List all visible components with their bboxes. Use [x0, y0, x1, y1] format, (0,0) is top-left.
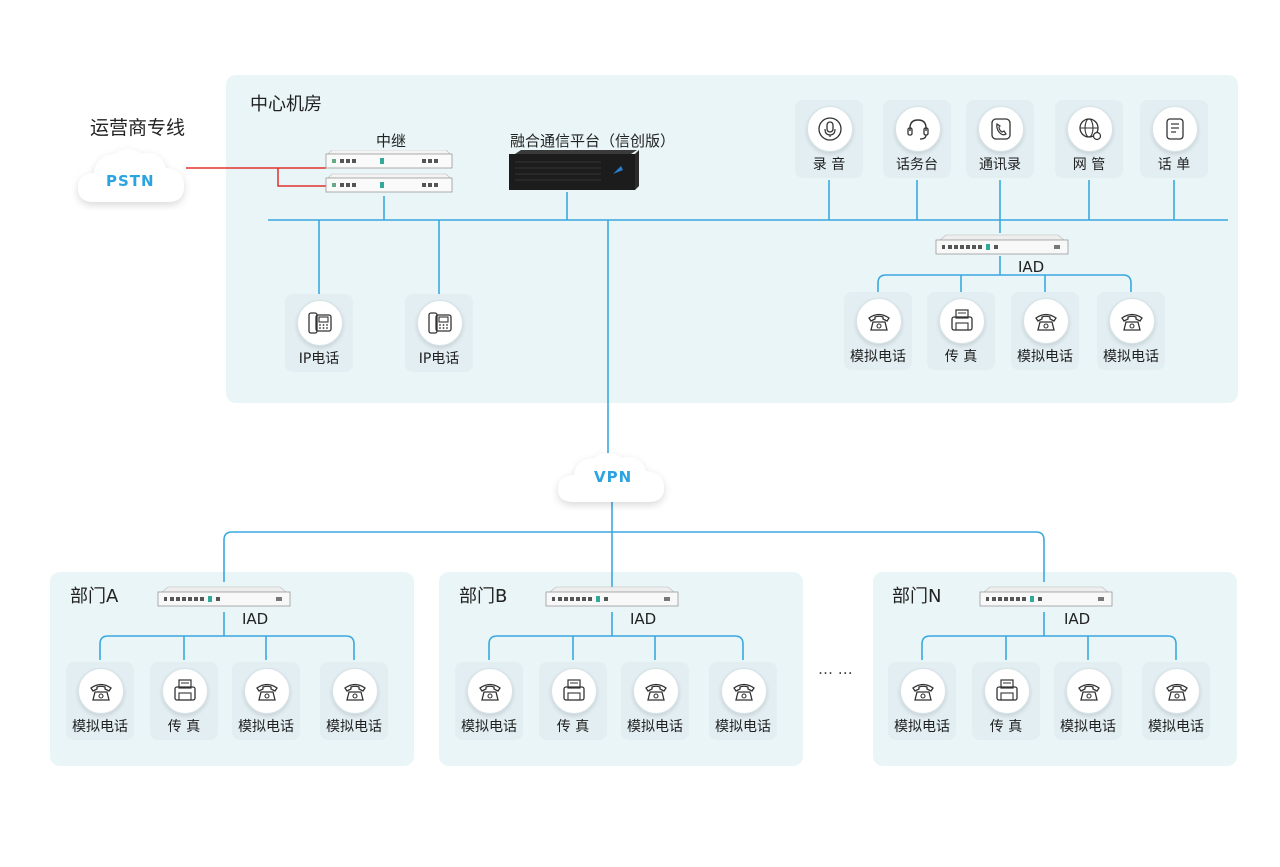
branch-a-terminal-2-label: 传 真	[167, 719, 201, 735]
trunk-label: 中继	[376, 132, 407, 150]
vpn-cloud-label: VPN	[594, 468, 633, 486]
branch-distribution-line	[223, 531, 1045, 582]
pstn-trunk-lines	[186, 167, 326, 187]
service-3	[978, 106, 1024, 152]
central-terminal-3	[1023, 298, 1069, 344]
service-4	[1067, 106, 1113, 152]
service-1-label: 录 音	[812, 157, 846, 173]
branch-b-title: 部门B	[459, 586, 508, 607]
microphone-icon	[818, 117, 842, 141]
analog-phone-icon	[645, 683, 667, 701]
branch-n-terminal-3-label: 模拟电话	[1060, 719, 1116, 735]
headset-icon	[907, 119, 929, 140]
central-terminal-2	[939, 298, 985, 344]
analog-phone-icon	[1078, 683, 1100, 701]
branch-a-terminal-1-label: 模拟电话	[72, 719, 128, 735]
analog-phone-icon	[912, 683, 934, 701]
service-2	[895, 106, 941, 152]
ip-phone-icon	[428, 312, 452, 334]
branch-n-terminal-4-label: 模拟电话	[1148, 719, 1204, 735]
network-icon	[1079, 118, 1102, 141]
analog-phone-icon	[868, 313, 890, 331]
fax-icon	[174, 679, 196, 701]
branch-a-lines	[99, 612, 355, 660]
vpn-cloud-icon	[558, 453, 664, 502]
trunk-gateway-device	[325, 150, 453, 193]
analog-phone-icon	[90, 683, 112, 701]
pstn-cloud-label: PSTN	[106, 172, 155, 190]
branch-a-iad-label: IAD	[242, 610, 269, 628]
ip-phone-1	[297, 300, 343, 346]
service-1	[807, 106, 853, 152]
central-iad-label: IAD	[1018, 258, 1045, 276]
central-iad-device	[935, 234, 1069, 255]
central-terminal-3-label: 模拟电话	[1017, 349, 1073, 365]
service-3-label: 通讯录	[979, 157, 1021, 173]
ip-phone-2-label: IP电话	[418, 351, 460, 367]
branch-ellipsis: … …	[818, 660, 853, 678]
branch-a-title: 部门A	[70, 586, 119, 607]
branch-a-terminal-1	[78, 668, 124, 714]
branch-a-iad-device	[157, 586, 291, 607]
bill-icon	[1166, 118, 1184, 140]
branch-a-terminal-2	[162, 668, 208, 714]
analog-phone-icon	[256, 683, 278, 701]
fax-icon	[563, 679, 585, 701]
analog-phone-icon	[479, 683, 501, 701]
branch-b-terminal-1	[467, 668, 513, 714]
branch-n-terminal-1-label: 模拟电话	[894, 719, 950, 735]
central-iad-branch-lines	[877, 274, 1132, 297]
central-terminal-4-label: 模拟电话	[1103, 349, 1159, 365]
fax-icon	[996, 679, 1018, 701]
branch-n-terminal-1	[900, 668, 946, 714]
service-5-label: 话 单	[1157, 157, 1191, 173]
pstn-title: 运营商专线	[90, 117, 186, 139]
branch-n-title: 部门N	[892, 586, 942, 607]
fax-icon	[951, 309, 973, 331]
branch-a-terminal-4-label: 模拟电话	[326, 719, 382, 735]
branch-b-iad-device	[545, 586, 679, 607]
branch-b-terminal-4-label: 模拟电话	[715, 719, 771, 735]
branch-a-terminal-4	[332, 668, 378, 714]
branch-b-terminal-4	[721, 668, 767, 714]
analog-phone-icon	[1166, 683, 1188, 701]
branch-a-terminal-3-label: 模拟电话	[238, 719, 294, 735]
ip-phone-2	[417, 300, 463, 346]
central-terminal-1	[856, 298, 902, 344]
analog-phone-icon	[1121, 313, 1143, 331]
branch-b-terminal-1-label: 模拟电话	[461, 719, 517, 735]
branch-b-terminal-2-label: 传 真	[556, 719, 590, 735]
platform-label: 融合通信平台（信创版）	[510, 132, 676, 150]
branch-b-terminal-3	[633, 668, 679, 714]
analog-phone-icon	[1035, 313, 1057, 331]
branch-n-terminal-2	[984, 668, 1030, 714]
branch-n-terminal-2-label: 传 真	[989, 719, 1023, 735]
branch-n-lines	[921, 612, 1177, 660]
service-5	[1152, 106, 1198, 152]
branch-b-lines	[488, 612, 744, 660]
platform-server-device	[509, 150, 639, 190]
ip-phone-1-label: IP电话	[298, 351, 340, 367]
analog-phone-icon	[344, 683, 366, 701]
service-4-label: 网 管	[1072, 157, 1106, 173]
branch-b-iad-label: IAD	[630, 610, 657, 628]
central-terminal-4	[1109, 298, 1155, 344]
analog-phone-icon	[733, 683, 755, 701]
branch-n-terminal-4	[1154, 668, 1200, 714]
branch-n-terminal-3	[1066, 668, 1112, 714]
central-terminal-1-label: 模拟电话	[850, 349, 906, 365]
phonebook-icon	[991, 118, 1011, 140]
central-room-title: 中心机房	[250, 94, 322, 115]
branch-b-terminal-2	[551, 668, 597, 714]
service-2-label: 话务台	[896, 157, 938, 173]
central-terminal-2-label: 传 真	[944, 349, 978, 365]
branch-b-terminal-3-label: 模拟电话	[627, 719, 683, 735]
pstn-cloud-icon	[78, 149, 184, 202]
branch-a-terminal-3	[244, 668, 290, 714]
ip-phone-icon	[308, 312, 332, 334]
branch-n-iad-device	[979, 586, 1113, 607]
branch-n-iad-label: IAD	[1064, 610, 1091, 628]
